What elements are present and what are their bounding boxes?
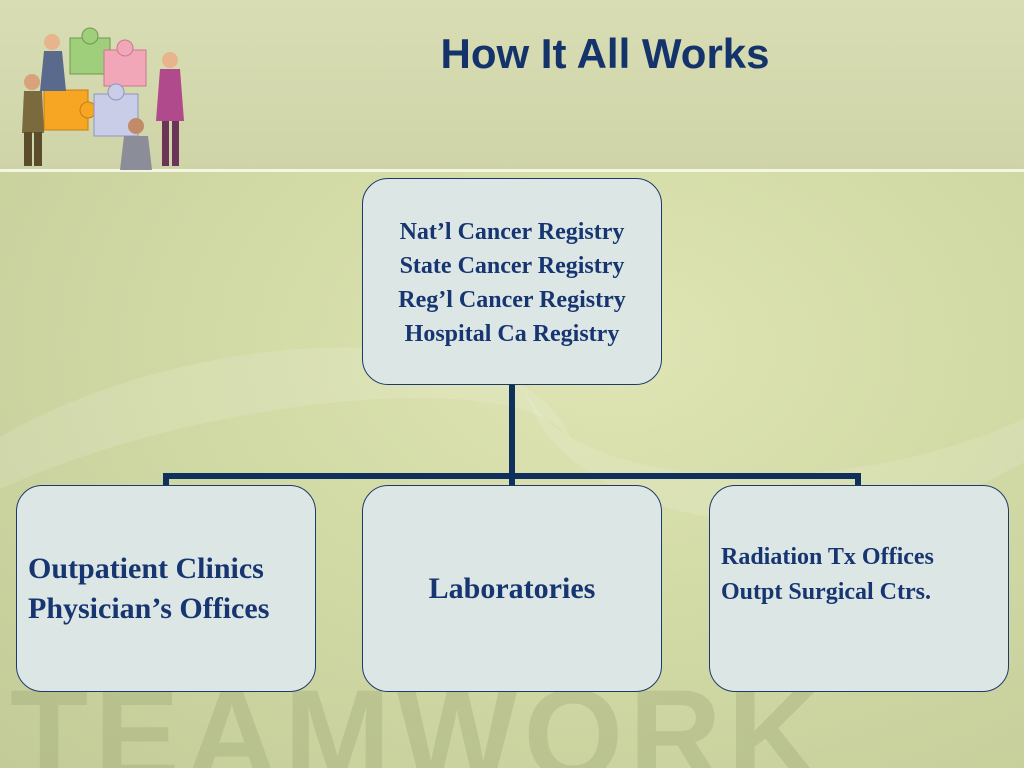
- puzzle-piece-pink: [103, 39, 147, 87]
- laboratories-line: Laboratories: [428, 571, 596, 605]
- clinics-line: Physician’s Offices: [28, 591, 270, 625]
- person-figure: [156, 52, 184, 166]
- puzzle-piece-green: [69, 27, 111, 75]
- registry-line: Hospital Ca Registry: [404, 321, 620, 347]
- clinics-line: Outpatient Clinics: [28, 551, 264, 585]
- registry-line: Nat’l Cancer Registry: [399, 219, 625, 245]
- registry-box: Nat’l Cancer Registry State Cancer Regis…: [362, 178, 662, 385]
- registry-line: Reg’l Cancer Registry: [398, 287, 626, 313]
- puzzle-piece-orange: [43, 89, 97, 131]
- radiation-surgical-line: Outpt Surgical Ctrs.: [721, 579, 931, 605]
- header-divider: [0, 169, 1024, 172]
- registry-line: State Cancer Registry: [399, 253, 625, 279]
- slide-title: How It All Works: [440, 30, 770, 77]
- radiation-surgical-box: Radiation Tx Offices Outpt Surgical Ctrs…: [709, 485, 1009, 692]
- person-figure: [22, 74, 44, 166]
- person-figure: [40, 34, 66, 91]
- laboratories-box: Laboratories: [362, 485, 662, 692]
- person-figure: [120, 118, 152, 170]
- clinics-box: Outpatient Clinics Physician’s Offices: [16, 485, 316, 692]
- puzzle-teamwork-icon: [22, 27, 184, 170]
- radiation-surgical-line: Radiation Tx Offices: [721, 544, 934, 570]
